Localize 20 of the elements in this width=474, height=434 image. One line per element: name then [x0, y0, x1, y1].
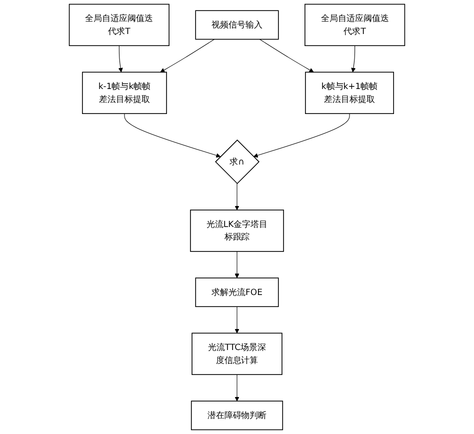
arrow — [124, 113, 221, 158]
node-box: 潜在障碍物判断 — [190, 400, 284, 430]
arrow — [351, 45, 356, 72]
node-box: 全局自适应阈值迭代求T — [68, 4, 170, 46]
arrow — [234, 183, 240, 210]
node-box: k帧与k+1帧帧差法目标提取 — [305, 72, 394, 114]
node-diamond: 求∩ — [215, 140, 260, 184]
arrow — [234, 374, 240, 402]
node-box: 全局自适应阈值迭代求T — [304, 4, 406, 46]
node-box: k-1帧与k帧帧差法目标提取 — [82, 72, 167, 114]
arrow — [253, 113, 350, 158]
arrow — [234, 251, 240, 278]
arrow — [234, 306, 240, 334]
arrow — [259, 39, 314, 72]
node-box: 光流TTC场景深度信息计算 — [192, 332, 282, 375]
node-box: 光流LK金字塔目标跟踪 — [190, 210, 284, 252]
arrow — [118, 45, 123, 72]
arrow — [160, 39, 215, 72]
node-box: 视频信号输入 — [195, 10, 279, 40]
node-box: 求解光流FOE — [195, 278, 279, 308]
